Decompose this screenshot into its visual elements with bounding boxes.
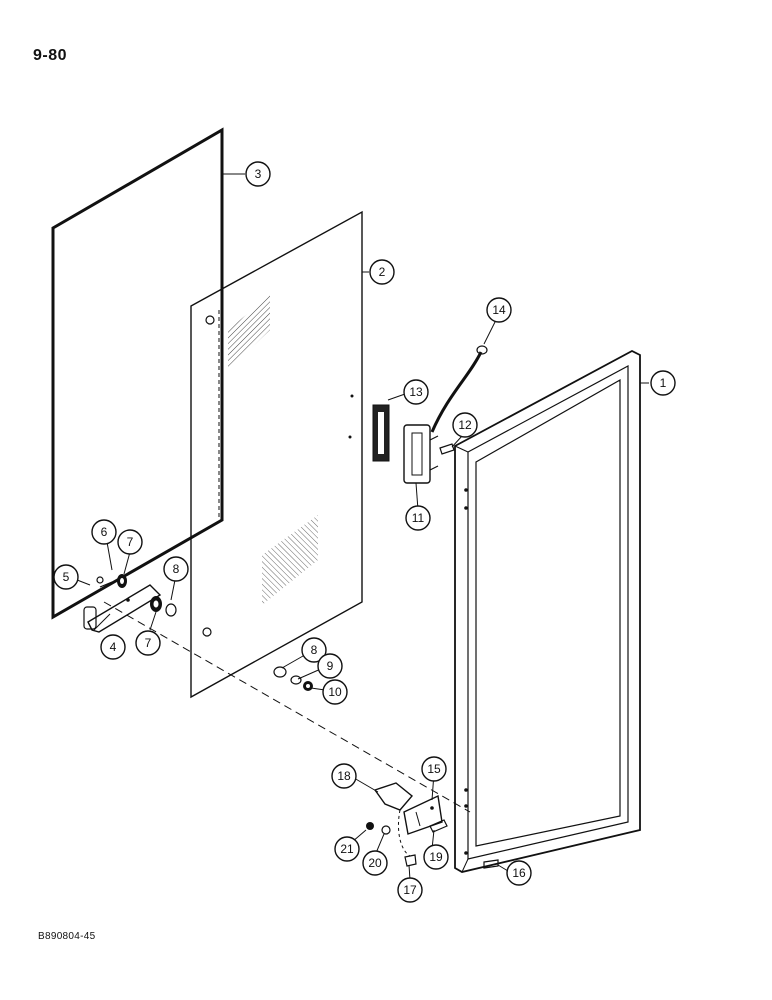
svg-text:13: 13 bbox=[409, 385, 423, 399]
svg-text:21: 21 bbox=[340, 842, 354, 856]
callout-21: 21 bbox=[334, 836, 360, 862]
callout-11: 11 bbox=[405, 505, 431, 531]
svg-text:5: 5 bbox=[63, 570, 70, 584]
svg-text:2: 2 bbox=[379, 265, 386, 279]
svg-text:3: 3 bbox=[255, 167, 262, 181]
page-number: 9-80 bbox=[33, 47, 68, 64]
callout-6: 6 bbox=[91, 519, 117, 545]
callout-20: 20 bbox=[362, 850, 388, 876]
callout-13: 13 bbox=[403, 379, 429, 405]
svg-text:16: 16 bbox=[512, 866, 526, 880]
callout-9: 9 bbox=[317, 653, 343, 679]
leader-lines bbox=[71, 173, 649, 881]
callout-3: 3 bbox=[245, 161, 271, 187]
release-cable bbox=[430, 345, 488, 433]
door-frame bbox=[454, 349, 641, 873]
svg-text:17: 17 bbox=[403, 883, 417, 897]
callout-7-upper: 7 bbox=[117, 529, 143, 555]
svg-text:6: 6 bbox=[101, 525, 108, 539]
callout-19: 19 bbox=[423, 844, 449, 870]
hinge-assembly bbox=[83, 574, 177, 633]
callout-15: 15 bbox=[421, 756, 447, 782]
callout-1: 1 bbox=[650, 370, 676, 396]
svg-text:19: 19 bbox=[429, 850, 443, 864]
figure-code: B890804-45 bbox=[38, 931, 96, 942]
svg-text:10: 10 bbox=[328, 685, 342, 699]
svg-text:7: 7 bbox=[145, 636, 152, 650]
glass-panel bbox=[190, 210, 363, 699]
svg-text:9: 9 bbox=[327, 659, 334, 673]
svg-text:14: 14 bbox=[492, 303, 506, 317]
callout-7-lower: 7 bbox=[135, 630, 161, 656]
latch-striker-pad bbox=[372, 404, 390, 462]
svg-text:7: 7 bbox=[127, 535, 134, 549]
svg-text:8: 8 bbox=[173, 562, 180, 576]
svg-text:15: 15 bbox=[427, 762, 441, 776]
callout-8-lower: 8 bbox=[301, 637, 327, 663]
svg-text:12: 12 bbox=[458, 418, 472, 432]
latch-screw bbox=[439, 443, 455, 455]
svg-text:20: 20 bbox=[368, 856, 382, 870]
lower-bracket bbox=[366, 782, 499, 869]
door-latch bbox=[403, 424, 439, 484]
callout-10: 10 bbox=[322, 679, 348, 705]
callout-2: 2 bbox=[369, 259, 395, 285]
callout-16: 16 bbox=[506, 860, 532, 886]
svg-text:11: 11 bbox=[412, 511, 425, 525]
svg-text:4: 4 bbox=[110, 640, 117, 654]
callout-14: 14 bbox=[486, 297, 512, 323]
svg-text:18: 18 bbox=[337, 769, 351, 783]
callout-4: 4 bbox=[100, 634, 126, 660]
callout-18: 18 bbox=[331, 763, 357, 789]
svg-text:8: 8 bbox=[311, 643, 318, 657]
panel-fasteners bbox=[273, 666, 313, 691]
callout-12: 12 bbox=[452, 412, 478, 438]
callout-8-upper: 8 bbox=[163, 556, 189, 582]
callout-17: 17 bbox=[397, 877, 423, 903]
svg-text:1: 1 bbox=[660, 376, 667, 390]
door-seal bbox=[51, 127, 224, 620]
callout-5: 5 bbox=[53, 564, 79, 590]
